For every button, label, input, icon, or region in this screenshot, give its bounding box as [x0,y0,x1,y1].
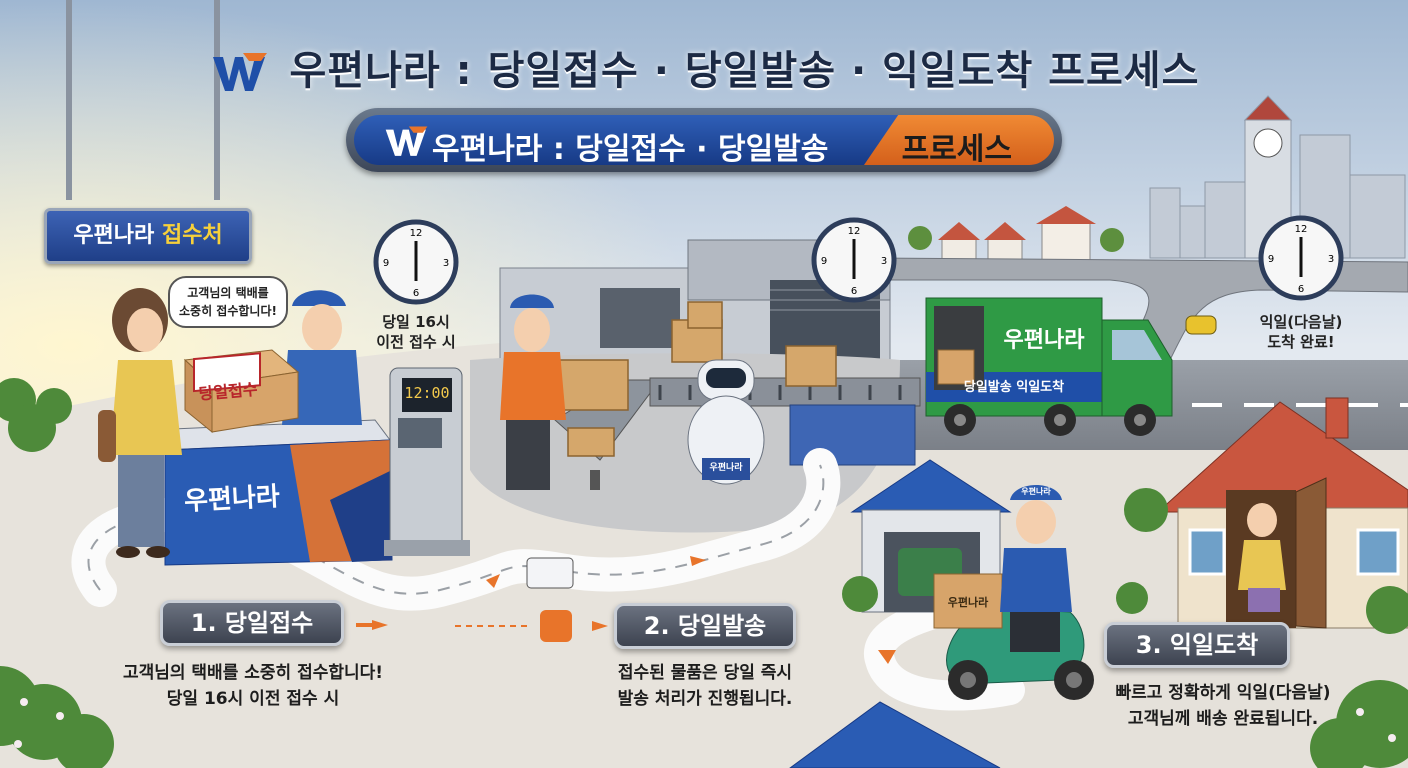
step2-desc-line2: 발송 처리가 진행됩니다. [617,689,793,709]
banner-main-text: 우편나라 : 당일접수 · 당일발송 [432,132,829,165]
step3-desc-line2: 고객님께 배송 완료됩니다. [1127,709,1319,729]
reception-sign: 우편나라 접수처 [44,208,252,264]
banner-accent-text: 프로세스 [901,132,1012,165]
svg-text:9: 9 [383,258,389,269]
clock-icon: 12 3 6 9 [811,217,897,303]
flowers [14,698,1396,748]
reception-desk [149,419,393,566]
clock-icon: 12 3 6 9 [1258,215,1344,301]
svg-text:9: 9 [1268,254,1274,265]
delivery-truck [925,297,1173,436]
customer-woman [98,288,182,558]
warehouse-worker [500,294,566,490]
step3-desc-line1: 빠르고 정확하게 익일(다음날) [1115,683,1331,703]
kiosk-machine [384,367,470,556]
step1-description: 고객님의 택배를 소중히 접수합니다! 당일 16시 이전 접수 시 [108,660,398,712]
distant-houses [908,206,1124,261]
svg-text:3: 3 [443,258,449,269]
conveyor-belt [540,377,921,490]
step3-label: 3. 익일도착 [1104,622,1290,668]
step3-description: 빠르고 정확하게 익일(다음날) 고객님께 배송 완료됩니다. [1088,680,1358,732]
clock-icon: 12 3 6 9 [373,219,459,305]
speech-line-1: 고객님의 택배를 [187,286,269,300]
step1-label: 1. 당일접수 [160,600,344,646]
speech-bubble: 고객님의 택배를 소중히 접수합니다! [168,276,288,328]
step2-description: 접수된 물품은 당일 즉시 발송 처리가 진행됩니다. [590,660,820,712]
customer-house [1156,397,1408,629]
svg-text:6: 6 [413,288,419,299]
reception-sign-place: 접수처 [161,223,223,248]
brand-logo-icon [212,53,267,91]
clock1-caption-line1: 당일 16시 [382,313,450,331]
scooter-rider [933,485,1094,700]
clock3-caption-line1: 익일(다음날) [1259,313,1343,331]
speech-line-2: 소중히 접수합니다! [179,304,277,318]
truck-slogan: 당일발송 익일도착 [963,380,1065,395]
svg-text:6: 6 [851,286,857,297]
svg-text:12: 12 [410,228,423,239]
clock3-caption: 익일(다음날) 도착 완료! [1236,312,1366,352]
step2-desc-line1: 접수된 물품은 당일 즉시 [617,663,793,683]
step2-label: 2. 당일발송 [614,603,796,649]
clock1-caption-line2: 이전 접수 시 [376,333,456,351]
brand-logo-icon [385,126,428,156]
desk-parcel [183,349,300,434]
step1-desc-line2: 당일 16시 이전 접수 시 [166,689,340,709]
svg-text:3: 3 [1328,254,1334,265]
step1-desc-line1: 고객님의 택배를 소중히 접수합니다! [122,663,384,683]
robot [687,359,765,485]
page-title: 우편나라 : 당일접수 · 당일발송 · 익일도착 프로세스 [0,38,1408,96]
kiosk-display: 12:00 [404,384,450,402]
rider-box-text: 우편나라 [947,596,989,609]
clock1-caption: 당일 16시 이전 접수 시 [352,312,480,352]
robot-label: 우편나라 [709,463,743,473]
trees [0,378,1408,768]
page-title-text: 우편나라 : 당일접수 · 당일발송 · 익일도착 프로세스 [289,48,1200,94]
flow-arrows [356,556,896,664]
parcel-boxes [557,301,837,457]
rider-helmet-text: 우편나라 [1021,487,1051,496]
svg-text:12: 12 [1295,224,1308,235]
svg-text:12: 12 [848,226,861,237]
process-banner: 우편나라 : 당일접수 · 당일발송 프로세스 [346,108,1062,172]
truck-brand: 우편나라 [1003,328,1085,353]
svg-text:3: 3 [881,256,887,267]
clerk [282,290,362,425]
clock3-caption-line2: 도착 완료! [1267,333,1335,351]
reception-sign-brand: 우편나라 [73,223,155,248]
counter-brand: 우편나라 [183,481,281,517]
svg-text:9: 9 [821,256,827,267]
svg-text:6: 6 [1298,284,1304,295]
